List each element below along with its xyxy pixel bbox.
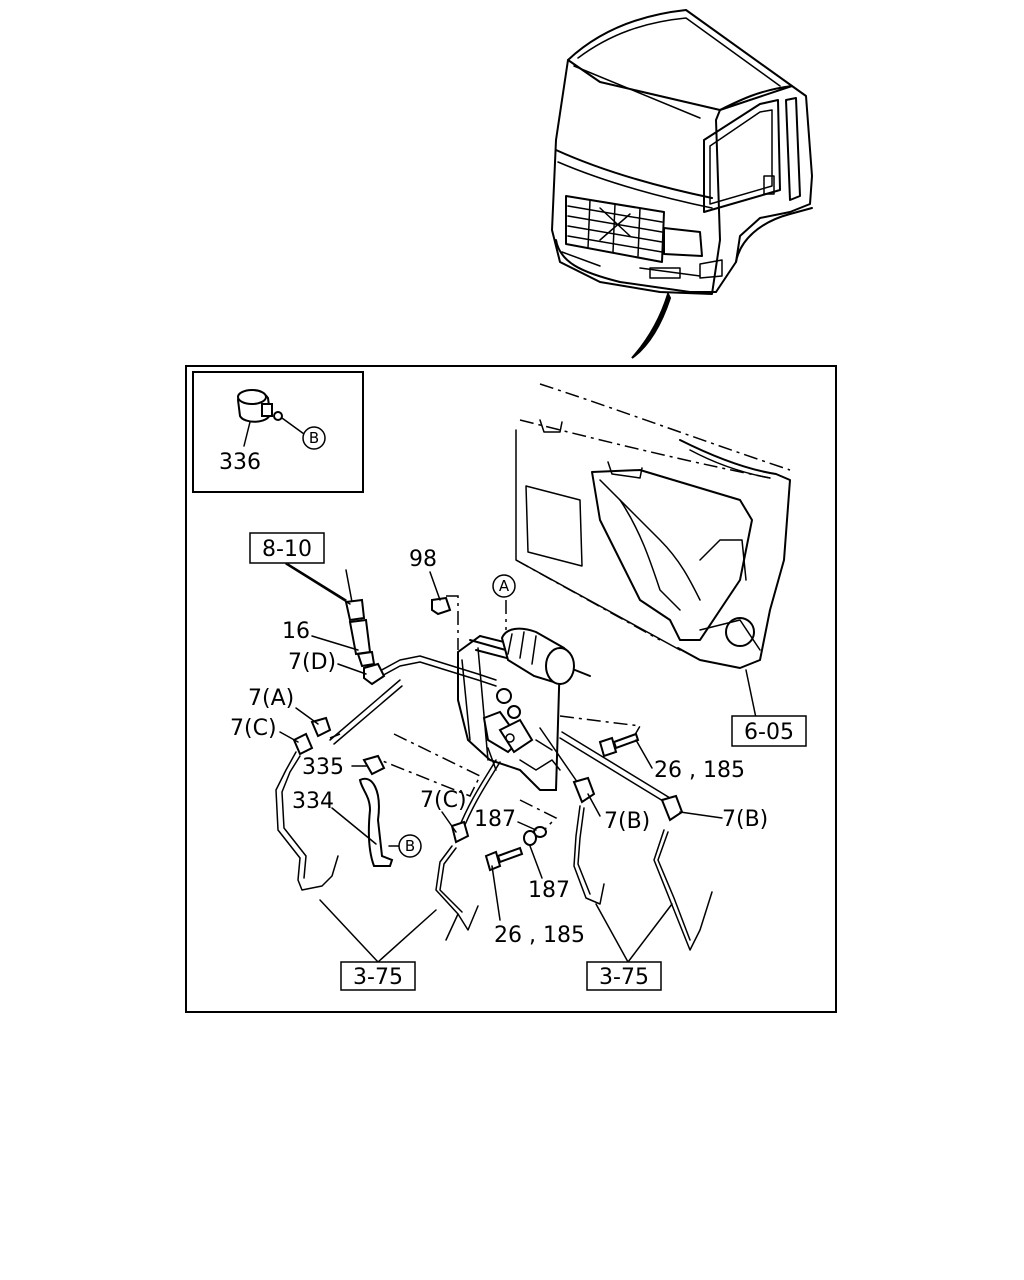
main-bracket-assembly [457, 627, 591, 791]
label-7B-mid: 7(B) [604, 809, 650, 834]
cab-frame-structure [515, 383, 791, 669]
part-336-sensor [236, 389, 305, 447]
connection-arrow [631, 291, 672, 359]
label-7C-left: 7(C) [230, 716, 277, 741]
label-7A: 7(A) [248, 686, 294, 711]
label-7D: 7(D) [288, 650, 336, 675]
ref-box-3-75-right: 3-75 [586, 961, 662, 991]
detail-frame [185, 365, 837, 1013]
label-98: 98 [409, 547, 437, 572]
tube-routes [275, 751, 713, 951]
label-336: 336 [219, 450, 261, 475]
label-16: 16 [282, 619, 310, 644]
ref-box-6-05-label: 6-05 [744, 720, 794, 745]
label-334: 334 [292, 789, 334, 814]
label-335: 335 [302, 755, 344, 780]
label-26-185-bottom: 26 , 185 [494, 923, 585, 948]
fittings [292, 569, 684, 872]
label-7B-right: 7(B) [722, 807, 768, 832]
ref-box-3-75-left: 3-75 [340, 961, 416, 991]
label-7C-mid: 7(C) [420, 788, 467, 813]
leader-lines [279, 563, 757, 963]
ref-box-3-75-right-label: 3-75 [599, 965, 649, 990]
circle-ref-B-hose-label: B [405, 837, 415, 855]
label-26-185-right: 26 , 185 [654, 758, 745, 783]
circle-ref-B-hose: B [398, 834, 422, 858]
ref-box-6-05: 6-05 [731, 715, 807, 747]
ref-box-8-10: 8-10 [249, 532, 325, 564]
label-187-bottom: 187 [528, 878, 570, 903]
label-187-top: 187 [474, 807, 516, 832]
ref-box-3-75-left-label: 3-75 [353, 965, 403, 990]
inset-frame [192, 371, 364, 493]
circle-ref-A-label: A [499, 577, 510, 595]
ref-box-8-10-label: 8-10 [262, 537, 312, 562]
circle-ref-B-inset-label: B [309, 429, 319, 447]
truck-cab-illustration [551, 9, 813, 295]
circle-ref-A: A [492, 574, 516, 598]
brake-tubes [329, 655, 671, 833]
circle-ref-B-inset: B [302, 426, 326, 450]
